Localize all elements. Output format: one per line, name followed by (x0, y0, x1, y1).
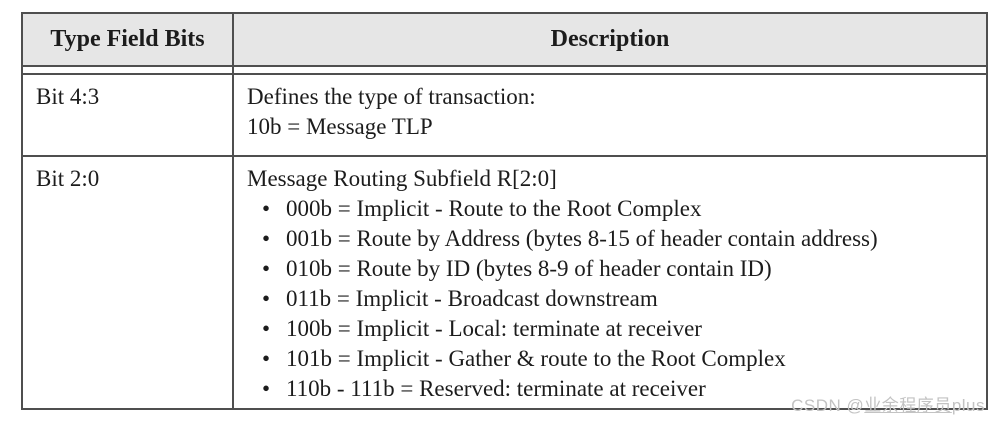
table-row-bit-4-3: Bit 4:3 Defines the type of transaction:… (23, 75, 986, 157)
bullet-item: 011b = Implicit - Broadcast downstream (262, 284, 978, 314)
description-line: 10b = Message TLP (247, 114, 433, 139)
bullet-item: 010b = Route by ID (bytes 8-9 of header … (262, 254, 978, 284)
description-bit-4-3: Defines the type of transaction: 10b = M… (234, 75, 986, 155)
double-rule-right-segment (234, 67, 986, 73)
description-line: Defines the type of transaction: (247, 84, 536, 109)
header-description: Description (550, 26, 670, 52)
csdn-watermark: CSDN @业余程序员plus (791, 391, 985, 416)
field-label-bit-4-3: Bit 4:3 (23, 75, 234, 155)
table-header-row: Type Field Bits Description (23, 14, 986, 67)
bullet-item: 001b = Route by Address (bytes 8-15 of h… (262, 224, 978, 254)
bullet-item: 110b - 111b = Reserved: terminate at rec… (262, 374, 978, 404)
description-intro: Message Routing Subfield R[2:0] (247, 166, 557, 191)
bullet-item: 000b = Implicit - Route to the Root Comp… (262, 194, 978, 224)
watermark-suffix: plus (951, 396, 985, 415)
type-field-bits-table: Type Field Bits Description Bit 4:3 Defi… (21, 12, 988, 410)
field-label-bit-2-0: Bit 2:0 (23, 157, 234, 408)
bullet-item: 100b = Implicit - Local: terminate at re… (262, 314, 978, 344)
description-bit-2-0: Message Routing Subfield R[2:0] 000b = I… (234, 157, 986, 408)
table-row-bit-2-0: Bit 2:0 Message Routing Subfield R[2:0] … (23, 157, 986, 408)
bullet-item: 101b = Implicit - Gather & route to the … (262, 344, 978, 374)
watermark-username: 业余程序员 (864, 396, 952, 415)
header-double-rule (23, 67, 986, 75)
header-type-field-bits: Type Field Bits (23, 14, 234, 65)
watermark-prefix: CSDN @ (791, 396, 865, 415)
routing-subfield-bullet-list: 000b = Implicit - Route to the Root Comp… (247, 194, 978, 404)
double-rule-left-segment (23, 67, 234, 73)
